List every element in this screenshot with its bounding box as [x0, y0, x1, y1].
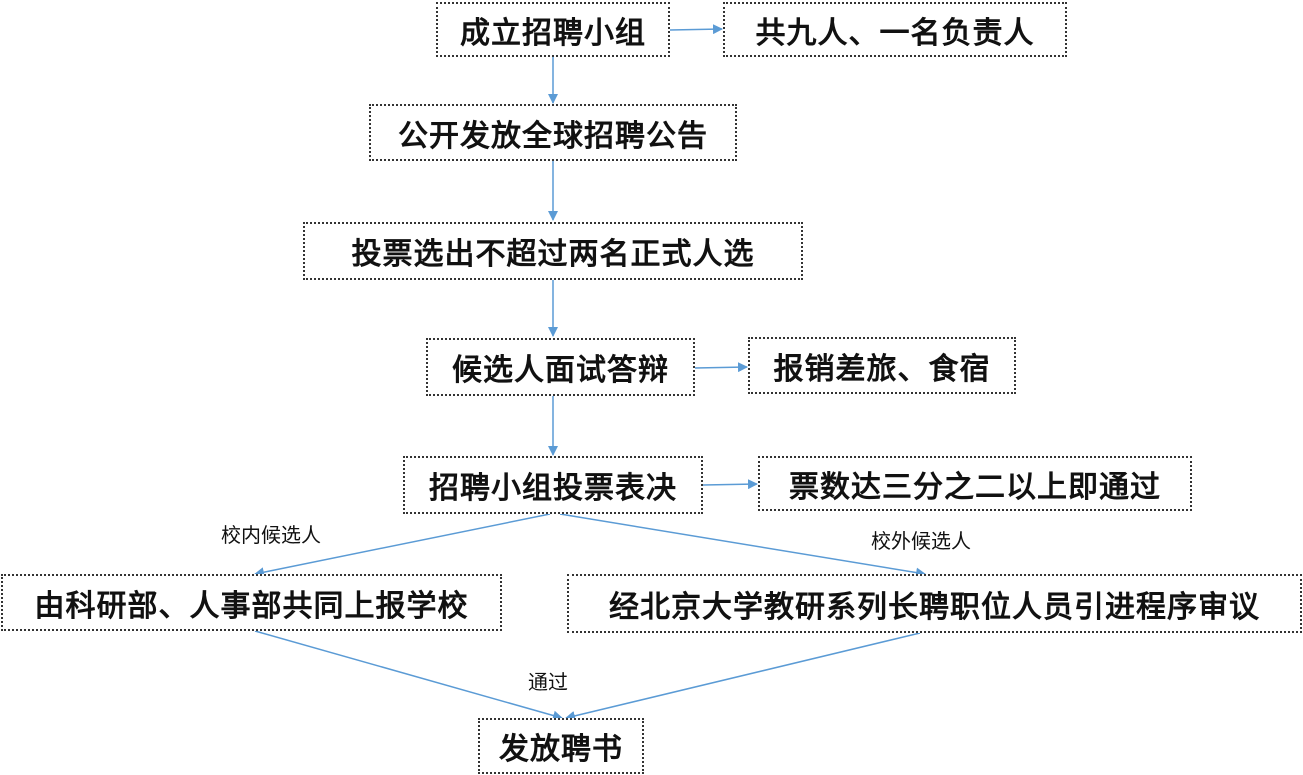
edge-label-internal: 校内候选人 [221, 523, 321, 547]
node-vote-select: 投票选出不超过两名正式人选 [303, 222, 803, 280]
node-form-group: 成立招聘小组 [436, 2, 670, 57]
arrow-groupvote-to-rule [702, 479, 758, 490]
arrow-internal-to-letter [254, 630, 563, 721]
node-external-review: 经北京大学教研系列长聘职位人员引进程序审议 [567, 574, 1302, 633]
edge-label-passed: 通过 [528, 670, 568, 694]
node-issue-letter: 发放聘书 [478, 718, 644, 774]
node-announce: 公开发放全球招聘公告 [369, 104, 737, 161]
node-reimburse: 报销差旅、食宿 [748, 337, 1016, 394]
node-interview: 候选人面试答辩 [426, 338, 695, 396]
arrow-groupvote-to-external [559, 513, 926, 578]
arrow-groupvote-to-internal [254, 513, 551, 578]
node-internal-report: 由科研部、人事部共同上报学校 [1, 574, 502, 631]
edge-label-external: 校外候选人 [871, 529, 971, 553]
arrow-form-to-info [669, 24, 723, 35]
arrow-interview-to-reimburse [694, 362, 748, 373]
node-group-vote: 招聘小组投票表决 [403, 456, 703, 514]
node-group-info: 共九人、一名负责人 [723, 2, 1067, 57]
arrow-external-to-letter [565, 632, 921, 721]
node-pass-rule: 票数达三分之二以上即通过 [758, 456, 1192, 511]
